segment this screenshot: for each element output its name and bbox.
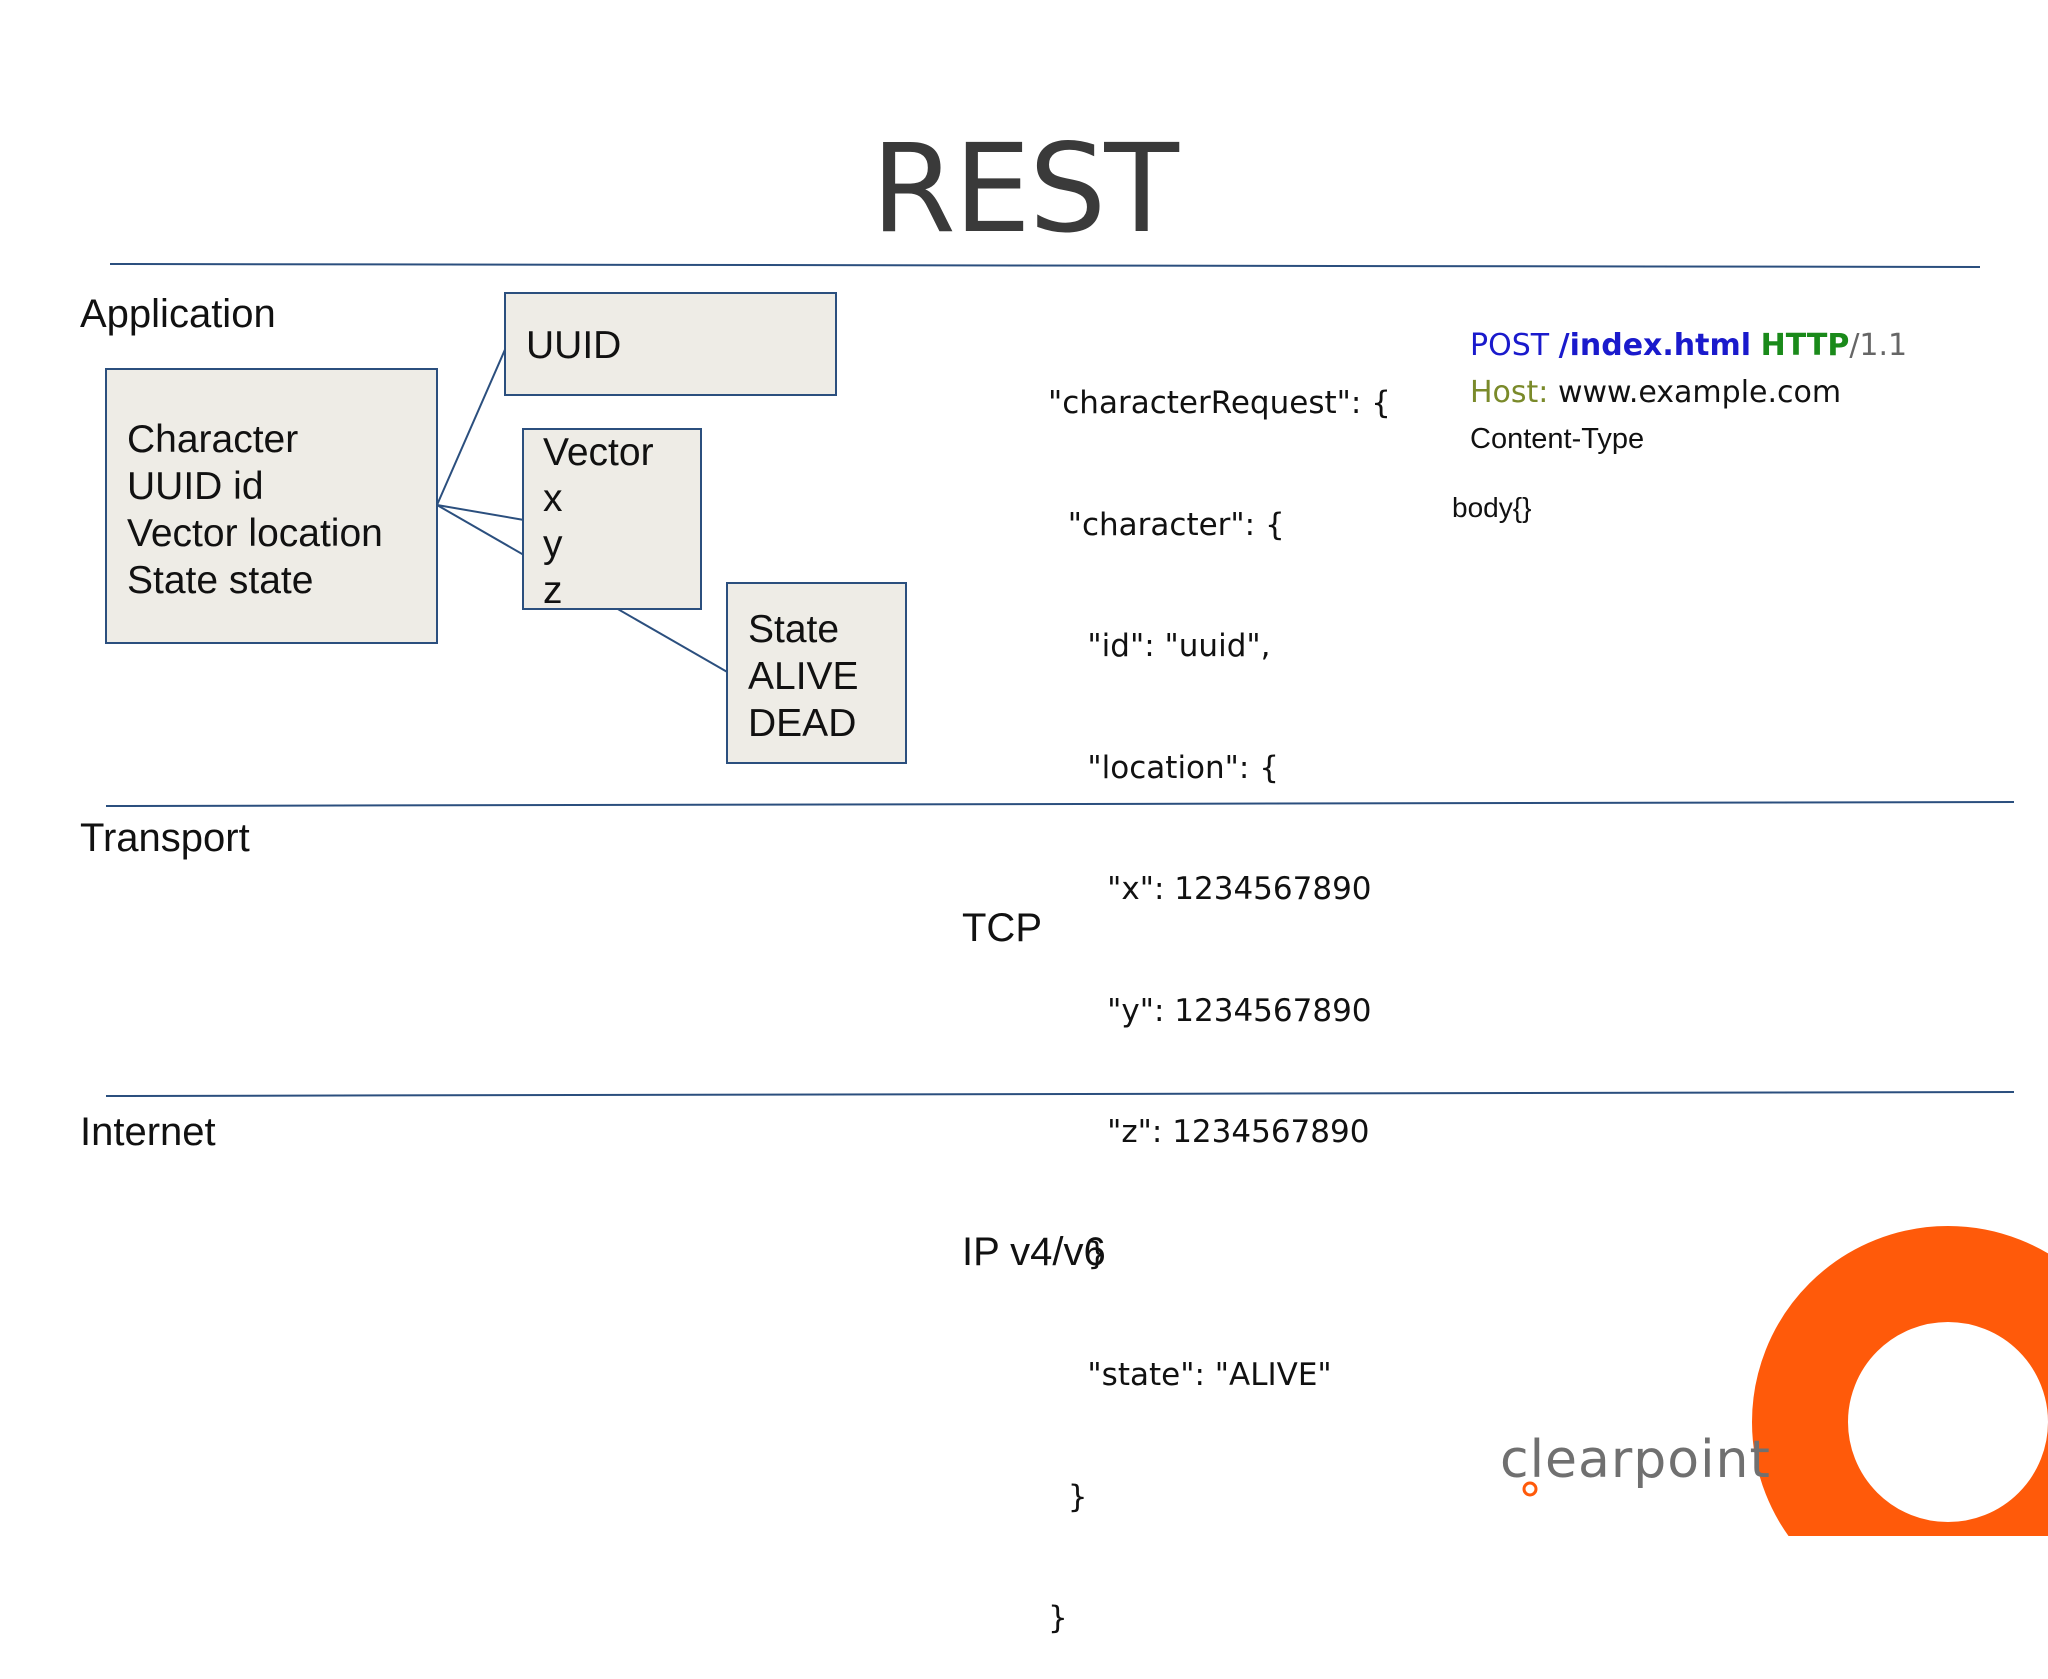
character-box-line: State state (127, 559, 314, 602)
logo-dot (1522, 1481, 1538, 1497)
character-box-line: Character (127, 418, 299, 461)
json-line: "z": 1234567890 (1048, 1114, 1370, 1150)
http-path: /index.html (1558, 328, 1752, 363)
clearpoint-logo: clearpoint (1500, 1430, 1771, 1490)
http-content-type: Content-Type (1470, 423, 1645, 455)
json-line: } (1048, 1478, 1088, 1515)
json-line: } (1048, 1600, 1068, 1636)
vector-box-line: y (543, 523, 563, 566)
state-box-line: State (748, 608, 840, 651)
json-line: "x": 1234567890 (1048, 871, 1372, 907)
character-box: Character UUID id Vector location State … (105, 368, 438, 644)
layer-label-transport: Transport (80, 816, 250, 860)
vector-box: Vector x y z (522, 428, 702, 612)
uuid-box: UUID (504, 292, 837, 396)
state-box: State ALIVE DEAD (726, 582, 907, 764)
json-line: "location": { (1048, 749, 1279, 786)
json-line: } (1048, 1235, 1108, 1272)
json-line: "y": 1234567890 (1048, 992, 1372, 1029)
transport-internet-divider (105, 1091, 2015, 1097)
connector-uuid (436, 344, 508, 506)
json-line: "characterRequest": { (1048, 385, 1391, 421)
http-host-line: Host: www.example.com (1470, 369, 1907, 416)
character-box-line: Vector location (127, 512, 383, 555)
json-line: "character": { (1048, 506, 1285, 543)
vector-box-line: Vector (543, 431, 654, 474)
http-request: POST /index.html HTTP/1.1 Host: www.exam… (1470, 322, 1907, 463)
internet-protocol: IP v4/v6 (962, 1230, 1106, 1274)
vector-box-line: z (543, 569, 563, 612)
http-method: POST (1470, 328, 1550, 363)
title-divider (109, 263, 1981, 268)
uuid-box-line: UUID (526, 324, 622, 367)
http-request-line: POST /index.html HTTP/1.1 (1470, 322, 1907, 369)
application-transport-divider (105, 801, 2015, 807)
json-line: "id": "uuid", (1048, 628, 1271, 664)
http-host-value: www.example.com (1557, 375, 1842, 410)
layer-label-internet: Internet (80, 1110, 216, 1154)
vector-box-line: x (543, 477, 563, 520)
http-body: body{} (1452, 492, 1532, 523)
json-line: "state": "ALIVE" (1048, 1357, 1332, 1393)
connector-vector (436, 504, 525, 521)
http-version: /1.1 (1849, 328, 1908, 363)
state-box-line: DEAD (748, 702, 857, 745)
state-box-line: ALIVE (748, 655, 859, 698)
slide-title: REST (871, 118, 1179, 260)
json-request: "characterRequest": { "character": { "id… (1048, 302, 1391, 1679)
http-host-key: Host: (1470, 375, 1549, 410)
layer-label-application: Application (80, 292, 276, 336)
transport-protocol: TCP (962, 906, 1042, 950)
character-box-line: UUID id (127, 465, 264, 508)
http-protocol: HTTP (1760, 328, 1850, 363)
orange-ring (1752, 1226, 2048, 1536)
